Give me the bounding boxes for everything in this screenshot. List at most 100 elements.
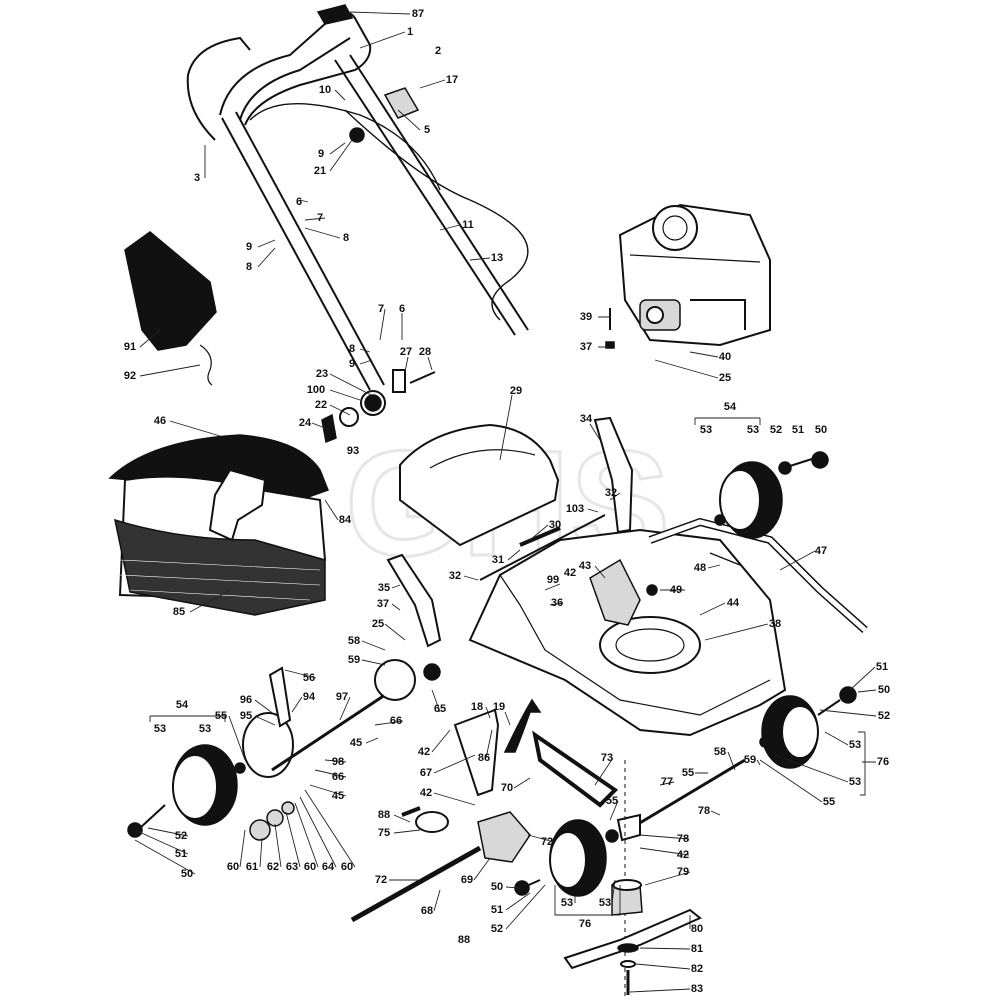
part-label-63: 63 — [286, 861, 298, 873]
part-label-52b: 52 — [878, 710, 890, 722]
part-label-48: 48 — [694, 562, 706, 574]
part-label-56: 56 — [303, 672, 315, 684]
part-label-42a: 42 — [564, 567, 576, 579]
part-label-88a: 88 — [378, 809, 390, 821]
part-label-67: 67 — [420, 767, 432, 779]
part-label-42c: 42 — [420, 787, 432, 799]
part-label-72a: 72 — [541, 836, 553, 848]
part-label-21: 21 — [314, 165, 326, 177]
part-label-50a: 50 — [815, 424, 827, 436]
height-adjust-arms — [386, 416, 634, 648]
part-label-37a: 37 — [580, 341, 592, 353]
part-label-7b: 7 — [378, 303, 384, 315]
part-label-78b: 78 — [677, 833, 689, 845]
part-label-9a: 9 — [318, 148, 324, 160]
part-label-80: 80 — [691, 923, 703, 935]
part-label-50d: 50 — [491, 881, 503, 893]
front-wheel-bottom — [514, 819, 619, 897]
part-label-45a: 45 — [350, 737, 362, 749]
part-label-47: 47 — [815, 545, 827, 557]
part-label-17: 17 — [446, 74, 458, 86]
rear-wheel-upper — [714, 451, 829, 539]
part-label-58a: 58 — [348, 635, 360, 647]
part-label-61: 61 — [246, 861, 258, 873]
part-label-8a: 8 — [343, 232, 349, 244]
part-label-87: 87 — [412, 8, 424, 20]
part-label-3: 3 — [194, 172, 200, 184]
part-label-58b: 58 — [714, 746, 726, 758]
part-label-75: 75 — [378, 827, 390, 839]
part-label-76a: 76 — [877, 756, 889, 768]
part-label-84: 84 — [339, 514, 352, 526]
part-label-52a: 52 — [770, 424, 782, 436]
part-label-81: 81 — [691, 943, 703, 955]
part-label-83: 83 — [691, 983, 703, 995]
part-label-79: 79 — [677, 866, 689, 878]
part-label-53e: 53 — [849, 739, 861, 751]
part-label-13: 13 — [491, 252, 503, 264]
part-label-78a: 78 — [698, 805, 710, 817]
part-label-44: 44 — [727, 597, 740, 609]
part-label-95: 95 — [240, 710, 252, 722]
grass-bag — [108, 231, 329, 616]
part-label-24: 24 — [299, 417, 312, 429]
part-label-91: 91 — [124, 341, 136, 353]
part-label-50b: 50 — [878, 684, 890, 696]
part-label-22: 22 — [315, 399, 327, 411]
part-label-72b: 72 — [375, 874, 387, 886]
part-label-27: 27 — [400, 346, 412, 358]
part-label-64: 64 — [322, 861, 335, 873]
part-label-42d: 42 — [677, 849, 689, 861]
part-label-11: 11 — [462, 219, 474, 231]
part-label-36: 36 — [551, 597, 563, 609]
blade-assembly — [563, 879, 702, 995]
part-label-50c: 50 — [181, 868, 193, 880]
part-label-52d: 52 — [491, 923, 503, 935]
part-label-10: 10 — [319, 84, 331, 96]
part-label-53h: 53 — [599, 897, 611, 909]
part-label-53d: 53 — [199, 723, 211, 735]
part-label-54b: 54 — [176, 699, 189, 711]
part-label-69: 69 — [461, 874, 473, 886]
part-label-30: 30 — [549, 519, 561, 531]
part-label-60b: 60 — [304, 861, 316, 873]
part-label-45b: 45 — [332, 790, 344, 802]
part-label-46: 46 — [154, 415, 166, 427]
part-label-65: 65 — [434, 703, 446, 715]
part-label-96: 96 — [240, 694, 252, 706]
part-label-93: 93 — [347, 445, 359, 457]
part-label-51d: 51 — [491, 904, 503, 916]
front-axle-gearbox — [268, 659, 619, 923]
part-label-29: 29 — [510, 385, 522, 397]
part-label-32a: 32 — [605, 487, 617, 499]
part-label-34: 34 — [580, 413, 593, 425]
part-label-32b: 32 — [449, 570, 461, 582]
part-label-9c: 9 — [349, 358, 355, 370]
part-label-51c: 51 — [175, 848, 187, 860]
part-label-94: 94 — [303, 691, 316, 703]
part-label-54a: 54 — [724, 401, 737, 413]
part-label-18: 18 — [471, 701, 483, 713]
part-label-100: 100 — [307, 384, 325, 396]
part-label-19: 19 — [493, 701, 505, 713]
part-label-53b: 53 — [747, 424, 759, 436]
part-label-97: 97 — [336, 691, 348, 703]
part-label-7a: 7 — [317, 212, 323, 224]
part-label-99: 99 — [547, 574, 559, 586]
part-label-40: 40 — [719, 351, 731, 363]
rear-cover — [399, 423, 560, 547]
part-label-43: 43 — [579, 560, 591, 572]
part-label-62: 62 — [267, 861, 279, 873]
part-label-37b: 37 — [377, 598, 389, 610]
part-label-42b: 42 — [418, 746, 430, 758]
part-label-6b: 6 — [399, 303, 405, 315]
part-label-55c: 55 — [606, 795, 618, 807]
part-label-51a: 51 — [792, 424, 804, 436]
part-label-77: 77 — [661, 776, 673, 788]
part-label-76b: 76 — [579, 918, 591, 930]
mower-deck — [468, 517, 868, 737]
part-label-6a: 6 — [296, 196, 302, 208]
handle-assembly — [186, 4, 529, 444]
part-label-92: 92 — [124, 370, 136, 382]
part-label-28: 28 — [419, 346, 431, 358]
